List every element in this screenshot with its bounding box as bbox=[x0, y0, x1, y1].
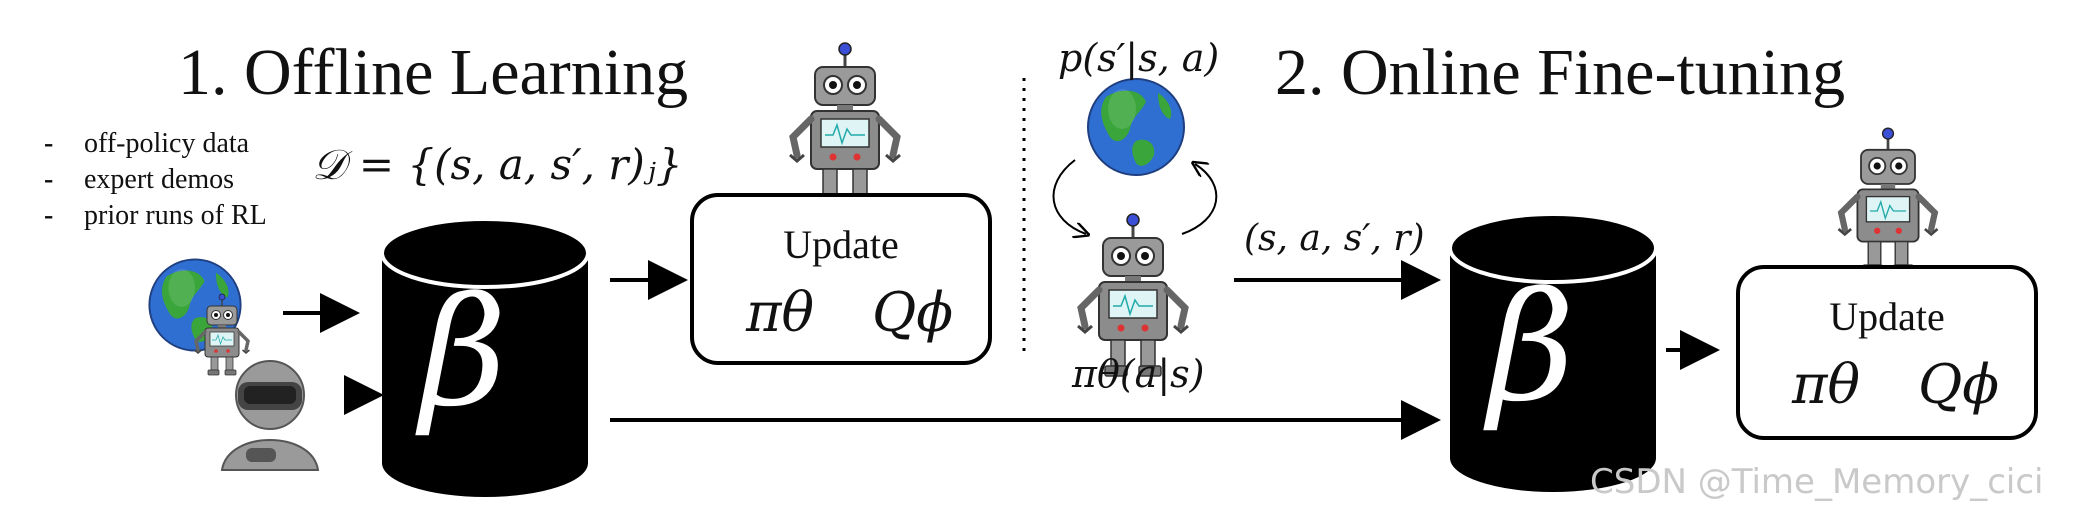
online-update-box: Update πθ Qϕ bbox=[1736, 265, 2038, 440]
online-heading: 2. Online Fine-tuning bbox=[1275, 36, 1846, 109]
vr-human-icon bbox=[220, 360, 320, 471]
bullet-item: -prior runs of RL bbox=[44, 200, 267, 231]
update-box-title: Update bbox=[1829, 294, 1945, 339]
online-buffer-symbol: β bbox=[1488, 261, 1575, 435]
online-update-robot-icon bbox=[1839, 128, 1938, 274]
offline-robot-icon bbox=[790, 43, 900, 205]
offline-heading: 1. Offline Learning bbox=[178, 36, 689, 109]
policy-symbol: πθ bbox=[746, 281, 815, 344]
watermark: CSDN @Time_Memory_cici bbox=[1590, 462, 2044, 502]
dynamics-label: p(s′|s, a) bbox=[1058, 36, 1220, 80]
policy-label: πθ(a|s) bbox=[1072, 352, 1205, 396]
transition-label: (s, a, s′, r) bbox=[1244, 218, 1425, 259]
offline-data-sources-list: -off-policy data -expert demos -prior ru… bbox=[44, 126, 267, 234]
offline-update-box: Update πθ Qϕ bbox=[690, 193, 992, 365]
update-box-title: Update bbox=[783, 222, 899, 267]
bullet-item: -off-policy data bbox=[44, 128, 250, 159]
critic-symbol: Qϕ bbox=[872, 281, 954, 344]
env-to-agent-loop-arrow bbox=[1052, 159, 1086, 234]
agent-to-env-loop-arrow bbox=[1181, 164, 1218, 235]
critic-symbol: Qϕ bbox=[1918, 353, 2000, 416]
dataset-formula: 𝒟 = {(s, a, s′, r)ⱼ} bbox=[312, 140, 683, 189]
environment-globe-icon bbox=[1087, 78, 1185, 176]
offline-buffer-symbol: β bbox=[420, 266, 507, 440]
policy-symbol: πθ bbox=[1792, 353, 1861, 416]
bullet-item: -expert demos bbox=[44, 164, 235, 195]
